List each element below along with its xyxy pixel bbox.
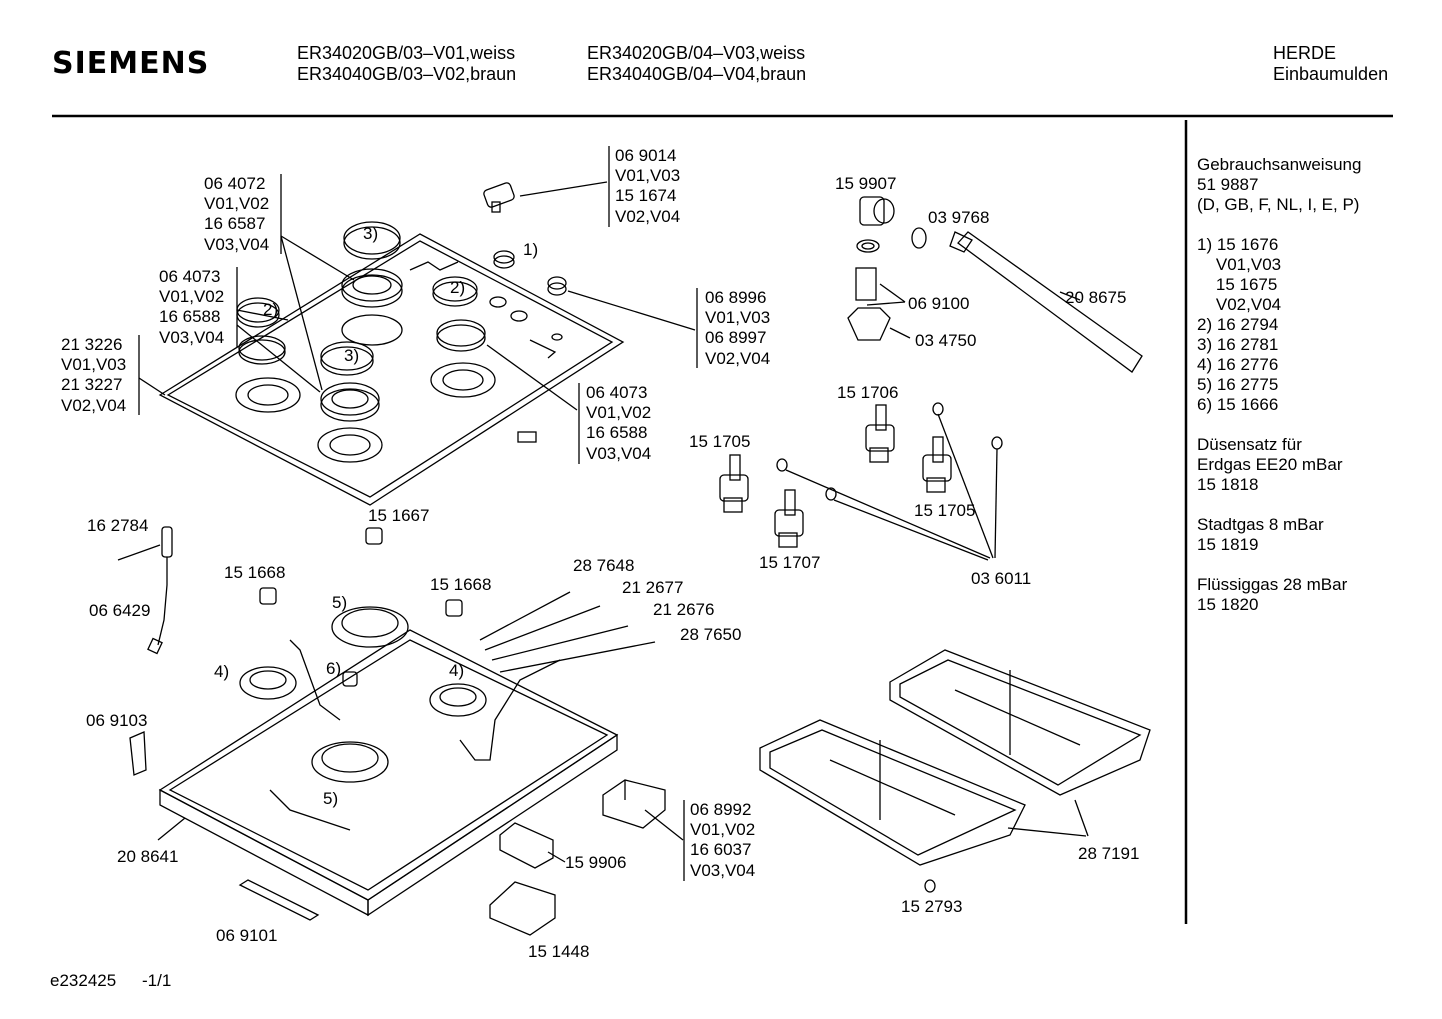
- legend-line: 15 1819: [1197, 535, 1259, 554]
- spark-plug-cap: [493, 250, 515, 264]
- brand-logo: SIEMENS: [52, 46, 210, 81]
- label-036011: 03 6011: [971, 569, 1032, 588]
- label-068996: 06 8996 V01,V03 06 8997 V02,V04: [705, 288, 771, 368]
- legend-line: [1197, 555, 1361, 575]
- label-287648: 28 7648: [573, 556, 635, 575]
- strip-069101: [238, 879, 320, 921]
- category-title: HERDE: [1273, 43, 1337, 63]
- label-151668b: 15 1668: [430, 575, 492, 594]
- model-line-1a: ER34020GB/03–V01,weiss: [297, 43, 516, 63]
- model-line-2a: ER34020GB/04–V03,weiss: [587, 43, 806, 63]
- label-151706: 15 1706: [837, 383, 899, 402]
- label-064073a: 06 4073 V01,V02 16 6588 V03,V04: [159, 267, 225, 347]
- label-034750: 03 4750: [915, 331, 977, 350]
- pan-supports: [759, 649, 1151, 866]
- bracket-069103: [129, 731, 147, 776]
- document-id: e232425: [50, 971, 117, 990]
- label-212676: 21 2676: [653, 600, 715, 619]
- legend-line: 2) 16 2794: [1197, 315, 1279, 334]
- label-208675: 20 8675: [1065, 288, 1127, 307]
- label-069100: 06 9100: [908, 294, 970, 313]
- cooktop-chassis: [158, 527, 619, 917]
- legend-line: 6) 15 1666: [1197, 395, 1279, 414]
- callout-2b: 2): [263, 300, 279, 319]
- label-151707: 15 1707: [759, 553, 821, 572]
- callout-3a: 3): [363, 224, 379, 243]
- legend-line: (D, GB, F, NL, I, E, P): [1197, 195, 1360, 214]
- legend-line: 15 1675: [1197, 275, 1278, 294]
- legend-line: 4) 16 2776: [1197, 355, 1279, 374]
- callout-1: 1): [523, 240, 539, 259]
- label-162784: 16 2784: [87, 516, 149, 535]
- callout-4a: 4): [214, 662, 230, 681]
- label-064073b: 06 4073 V01,V02 16 6588 V03,V04: [586, 383, 652, 463]
- legend-line: Stadtgas 8 mBar: [1197, 515, 1324, 534]
- label-151705a: 15 1705: [689, 432, 751, 451]
- legend-line: [1197, 415, 1361, 435]
- callout-5a: 5): [332, 593, 348, 612]
- label-159906: 15 9906: [565, 853, 627, 872]
- label-151668a: 15 1668: [224, 563, 286, 582]
- label-151705b: 15 1705: [914, 501, 976, 520]
- label-039768: 03 9768: [928, 208, 990, 227]
- legend-line: 3) 16 2781: [1197, 335, 1279, 354]
- legend-line: Erdgas EE20 mBar: [1197, 455, 1343, 474]
- ignition-electrode: [147, 526, 173, 655]
- legend-line: 51 9887: [1197, 175, 1259, 194]
- label-287650: 28 7650: [680, 625, 742, 644]
- legend-line: Gebrauchsanweisung: [1197, 155, 1362, 174]
- label-069103: 06 9103: [86, 711, 148, 730]
- cooktop-top-plate: [158, 233, 625, 506]
- label-066429: 06 6429: [89, 601, 151, 620]
- label-208641: 20 8641: [117, 847, 179, 866]
- model-line-2b: ER34040GB/04–V04,braun: [587, 64, 807, 84]
- label-068992: 06 8992 V01,V02 16 6037 V03,V04: [690, 800, 756, 880]
- ignition-module: [602, 779, 666, 829]
- subcategory-title: Einbaumulden: [1273, 64, 1389, 84]
- gas-pipe-208675: [949, 231, 1143, 373]
- burner-caps: [236, 221, 486, 422]
- callout-2a: 2): [450, 278, 466, 297]
- callout-6: 6): [326, 659, 342, 678]
- legend-line: [1197, 215, 1361, 235]
- page-number: -1/1: [142, 971, 172, 990]
- legend-line: V02,V04: [1197, 295, 1282, 314]
- label-159907: 15 9907: [835, 174, 897, 193]
- label-212677: 21 2677: [622, 578, 684, 597]
- legend-line: Düsensatz für: [1197, 435, 1302, 454]
- legend-line: Flüssiggas 28 mBar: [1197, 575, 1348, 594]
- label-069101: 06 9101: [216, 926, 278, 945]
- button-cap: [547, 276, 567, 290]
- foot-152793: [924, 879, 936, 893]
- label-069014: 06 9014 V01,V03 15 1674 V02,V04: [615, 146, 681, 226]
- model-line-1b: ER34040GB/03–V02,braun: [297, 64, 517, 84]
- control-knob: [483, 182, 515, 213]
- label-151448: 15 1448: [528, 942, 590, 961]
- label-287191: 28 7191: [1078, 844, 1140, 863]
- terminal-block: [499, 822, 554, 869]
- legend-line: 15 1820: [1197, 595, 1259, 614]
- label-152793: 15 2793: [901, 897, 963, 916]
- legend-line: 15 1818: [1197, 475, 1259, 494]
- legend-line: [1197, 495, 1361, 515]
- callout-5b: 5): [323, 789, 339, 808]
- gas-lines: [479, 591, 656, 673]
- gas-valves: [719, 402, 1003, 548]
- label-213226: 21 3226 V01,V03 21 3227 V02,V04: [61, 335, 127, 415]
- legend-line: 5) 16 2775: [1197, 375, 1279, 394]
- legend-line: 1) 15 1676: [1197, 235, 1279, 254]
- callout-4b: 4): [449, 661, 465, 680]
- label-151667: 15 1667: [368, 506, 430, 525]
- mounting-bracket: [489, 881, 556, 936]
- label-064072: 06 4072 V01,V02 16 6587 V03,V04: [204, 174, 270, 254]
- callout-3b: 3): [344, 346, 360, 365]
- gas-elbow-fitting: [847, 196, 927, 341]
- legend-line: V01,V03: [1197, 255, 1282, 274]
